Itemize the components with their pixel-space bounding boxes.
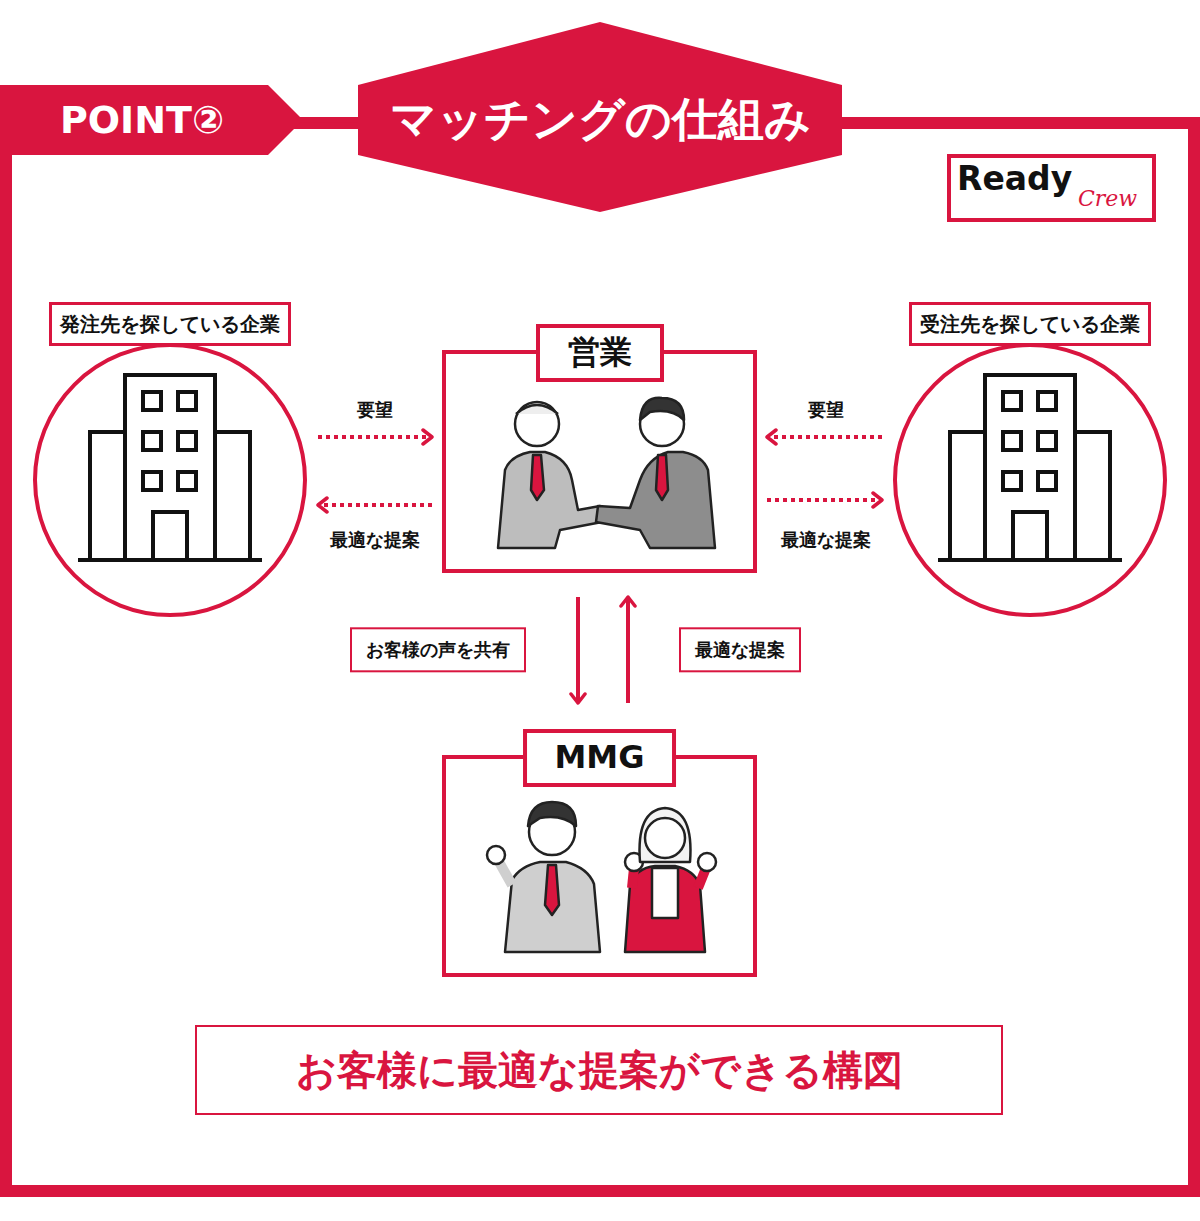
dotted-arrow [767,435,882,439]
arrow [576,597,580,703]
logo-script-text: Crew [1078,188,1137,210]
building-icon [78,375,262,560]
summary-text: お客様に最適な提案ができる構図 [296,1043,903,1098]
handshake-illustration [498,398,715,548]
summary-box: お客様に最適な提案ができる構図 [195,1025,1003,1115]
logo-text: Ready [957,162,1072,195]
point-tab-text: POINT② [60,98,224,142]
dotted-arrow [318,435,432,439]
edge-label: 要望 [805,397,847,422]
title-text: マッチングの仕組み [390,89,811,151]
title-hexagon [358,22,842,212]
company-circle: 受注先を探している企業 [892,342,1168,618]
tab-line [300,118,362,123]
role-box: MMG [442,755,757,977]
logo-box [949,156,1154,220]
dotted-arrow [318,503,432,507]
circle-outline [32,342,308,618]
edge-label-box: 最適な提案 [679,627,801,672]
company-label: 発注先を探している企業 [49,302,291,346]
edge-label: 最適な提案 [327,527,423,552]
role-heading: 営業 [536,324,664,382]
team-illustration [487,802,716,952]
role-heading: MMG [523,729,677,787]
frame [6,123,1194,1191]
edge-label: 要望 [354,397,396,422]
edge-label: 最適な提案 [778,527,874,552]
arrow [626,597,630,703]
company-label: 受注先を探している企業 [909,302,1151,346]
company-circle: 発注先を探している企業 [32,342,308,618]
point-tab [0,85,303,155]
dotted-arrow [767,498,882,502]
edge-label-box: お客様の声を共有 [350,627,526,672]
building-icon [938,375,1122,560]
role-box: 営業 [442,350,757,573]
circle-outline [892,342,1168,618]
